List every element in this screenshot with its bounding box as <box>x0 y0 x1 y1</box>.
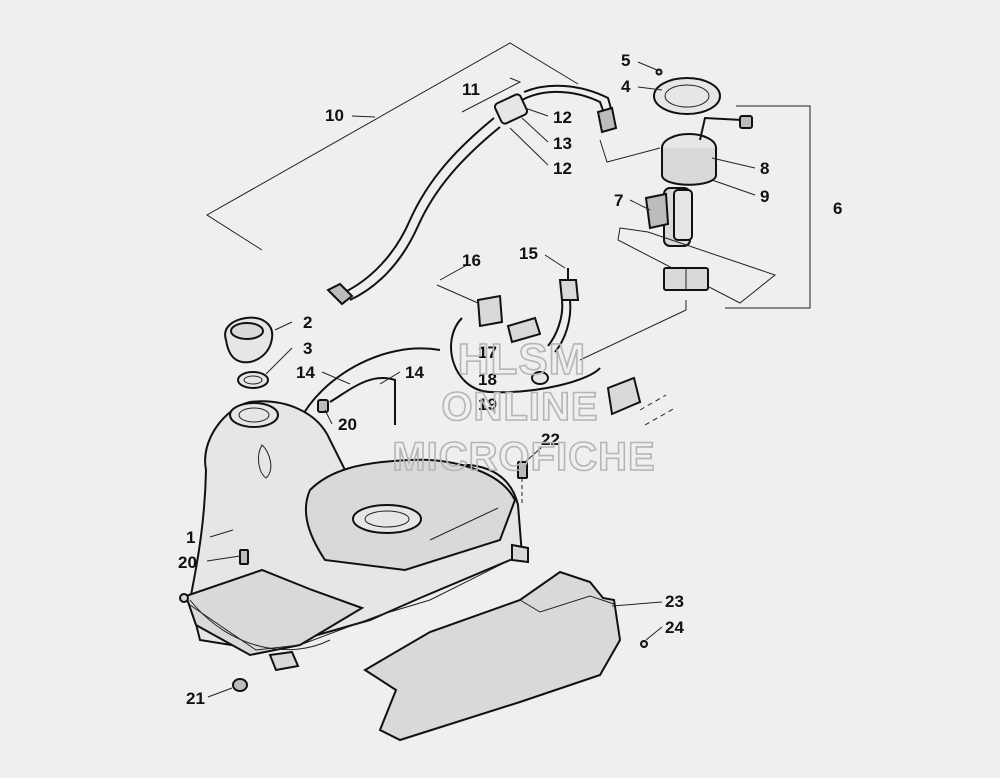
screw-20 <box>239 549 249 565</box>
callout-15: 15 <box>519 244 538 263</box>
watermark-line-3: MICROFICHE <box>392 435 655 479</box>
callout-8: 8 <box>760 159 769 178</box>
callout-13: 13 <box>553 134 572 153</box>
tank-recess <box>258 444 272 479</box>
callout-14a: 14 <box>296 363 315 382</box>
tank-mount-tab <box>511 543 529 564</box>
callout-17: 17 <box>478 343 497 362</box>
callout-11: 11 <box>462 80 480 99</box>
pump-gasket-inner <box>664 84 710 108</box>
fuel-feed-hose <box>554 299 572 353</box>
callout-12b: 12 <box>553 159 572 178</box>
callout-19: 19 <box>478 395 497 414</box>
pump-wire-harness <box>617 227 777 304</box>
callout-9: 9 <box>760 187 769 206</box>
callout-14b: 14 <box>405 363 424 382</box>
bracket-6 <box>725 105 811 309</box>
callout-5: 5 <box>621 51 630 70</box>
callout-20b: 20 <box>178 553 197 572</box>
callout-12a: 12 <box>553 108 572 127</box>
washer-21 <box>232 678 248 692</box>
bracket-10 <box>206 42 579 251</box>
vent-hose-14a <box>299 347 441 421</box>
tank-mount-foot <box>268 650 300 672</box>
bracket-18 <box>506 316 542 344</box>
pump-body-top <box>661 148 717 186</box>
tank-lower-skirt <box>184 568 365 657</box>
screw-5 <box>655 68 663 76</box>
vent-hose-upper-inner <box>523 84 613 113</box>
callout-1: 1 <box>186 528 195 547</box>
leader-pump-to-tank <box>579 309 687 361</box>
inline-filter <box>493 93 529 125</box>
callout-22: 22 <box>541 430 560 449</box>
callout-6: 6 <box>833 199 842 218</box>
tank-rib <box>429 507 499 541</box>
callout-23: 23 <box>665 592 684 611</box>
return-hose <box>450 317 601 394</box>
hose-fitting-20 <box>317 399 329 413</box>
callout-2: 2 <box>303 313 312 332</box>
vent-hose-14b <box>329 377 396 425</box>
callout-21: 21 <box>186 689 205 708</box>
mount-plate <box>606 376 642 416</box>
pump-outlet-fitting <box>739 115 753 129</box>
vent-hose <box>342 117 495 294</box>
bracket-11 <box>461 77 522 113</box>
callout-24: 24 <box>665 618 684 637</box>
pump-gasket <box>653 77 721 115</box>
heat-shield <box>363 570 622 742</box>
filler-neck <box>229 402 279 428</box>
vent-hose-inner <box>349 126 501 301</box>
callout-4: 4 <box>621 77 631 96</box>
pump-filter-sock <box>644 192 670 230</box>
fuel-filter <box>558 279 580 301</box>
callout-3: 3 <box>303 339 312 358</box>
cap-seal <box>237 371 269 389</box>
fuel-cap-top <box>230 322 264 340</box>
vent-valve <box>596 106 618 134</box>
callout-16: 16 <box>462 251 481 270</box>
callout-18: 18 <box>478 370 497 389</box>
screw-24 <box>640 640 648 648</box>
vent-hose-upper <box>521 91 606 117</box>
pump-port <box>352 504 422 534</box>
pump-outlet-tube <box>699 116 743 141</box>
clamp-17 <box>476 294 504 328</box>
callout-10: 10 <box>325 106 344 125</box>
bracket-12 <box>599 139 661 163</box>
callout-20a: 20 <box>338 415 357 434</box>
hose-elbow <box>326 282 354 306</box>
fuel-feed-hose-inner <box>547 299 564 347</box>
callout-7: 7 <box>614 191 623 210</box>
tank-mount-ear <box>179 593 189 603</box>
clamp-19 <box>531 371 549 385</box>
watermark-line-2: ONLINE <box>441 385 598 429</box>
pump-motor <box>673 189 693 241</box>
watermark-line-1: HLSM <box>458 335 587 384</box>
